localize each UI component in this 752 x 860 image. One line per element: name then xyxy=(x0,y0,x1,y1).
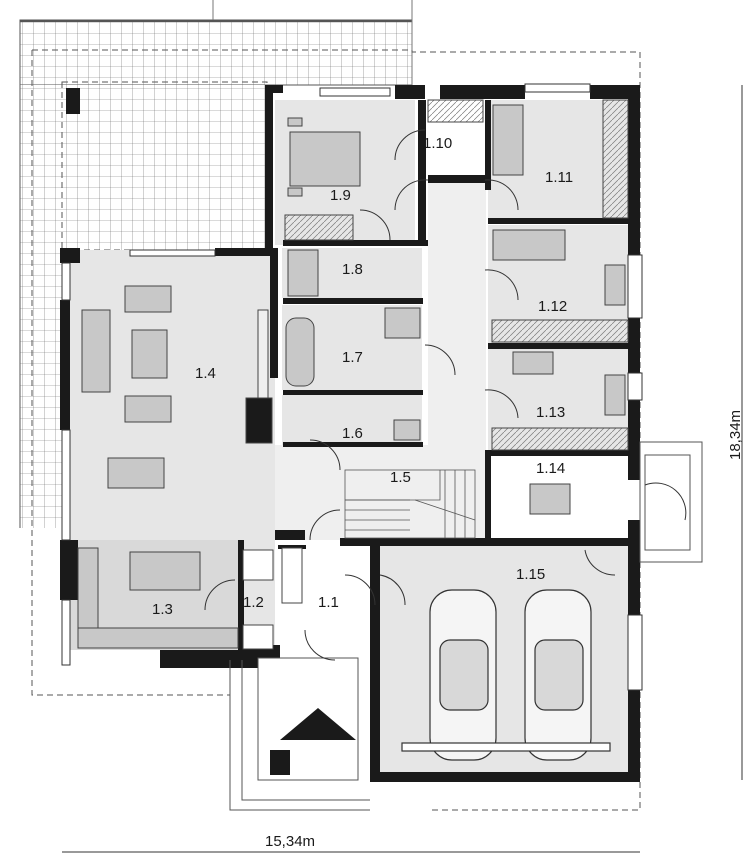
room-label-1-3: 1.3 xyxy=(152,601,173,618)
wardrobes xyxy=(284,99,629,451)
cars xyxy=(401,589,611,761)
room-label-1-7: 1.7 xyxy=(342,349,363,366)
room-label-1-10: 1.10 xyxy=(423,135,452,152)
doors xyxy=(204,129,687,661)
depth-dimension-label: 18,34m xyxy=(727,410,744,460)
terrace xyxy=(19,0,413,528)
furniture xyxy=(77,104,626,650)
room-label-1-13: 1.13 xyxy=(536,404,565,421)
room-label-1-11: 1.11 xyxy=(545,169,573,186)
windows xyxy=(61,83,643,691)
room-label-1-14: 1.14 xyxy=(536,460,565,477)
side-steps xyxy=(639,441,703,563)
room-label-1-9: 1.9 xyxy=(330,187,351,204)
walls xyxy=(60,85,640,782)
dimension-lines xyxy=(62,85,743,853)
width-dimension-label: 15,34m xyxy=(265,833,315,850)
room-label-1-4: 1.4 xyxy=(195,365,216,382)
room-label-1-8: 1.8 xyxy=(342,261,363,278)
room-label-1-1: 1.1 xyxy=(318,594,339,611)
room-labels: 1.1 1.2 1.3 1.4 1.5 1.6 1.7 1.8 1.9 1.10… xyxy=(152,135,573,618)
room-label-1-2: 1.2 xyxy=(243,594,264,611)
room-label-1-15: 1.15 xyxy=(516,566,545,583)
room-label-1-6: 1.6 xyxy=(342,425,363,442)
stairs xyxy=(344,469,476,539)
entrance xyxy=(229,657,370,811)
room-label-1-5: 1.5 xyxy=(390,469,411,486)
room-label-1-12: 1.12 xyxy=(538,298,567,315)
